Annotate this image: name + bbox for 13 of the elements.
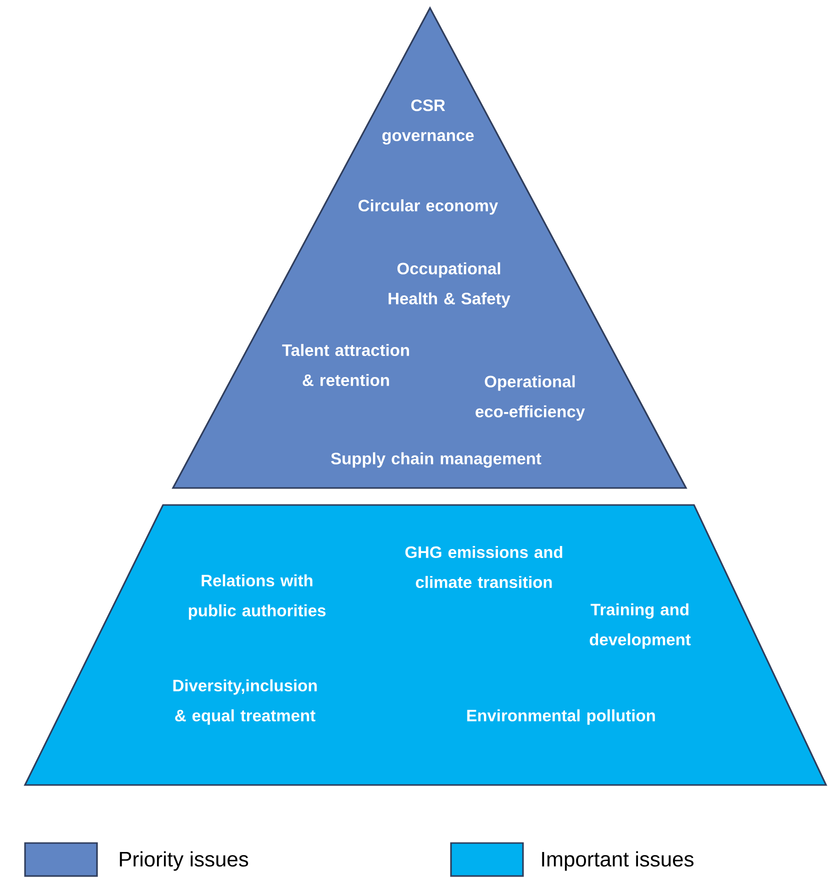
issue-label: Supply chain management [331,452,542,468]
issue-label: Diversity,inclusion & equal treatment [173,679,317,725]
issue-label: Talent attraction & retention [282,344,409,386]
legend-label: Important issues [542,851,694,871]
issue-label: Relations with public authorities [188,574,326,620]
issue-label: GHG emissions and climate transition [405,546,562,588]
issue-label: Circular economy [358,199,498,215]
issue-label: Operational eco-efficiency [476,375,585,421]
issue-label: Training and development [590,603,691,649]
issue-label: Occupational Health & Safety [388,262,510,308]
issue-label: CSR governance [382,99,474,144]
legend-label: Priority issues [120,851,248,871]
issue-label: Environmental pollution [467,709,655,725]
